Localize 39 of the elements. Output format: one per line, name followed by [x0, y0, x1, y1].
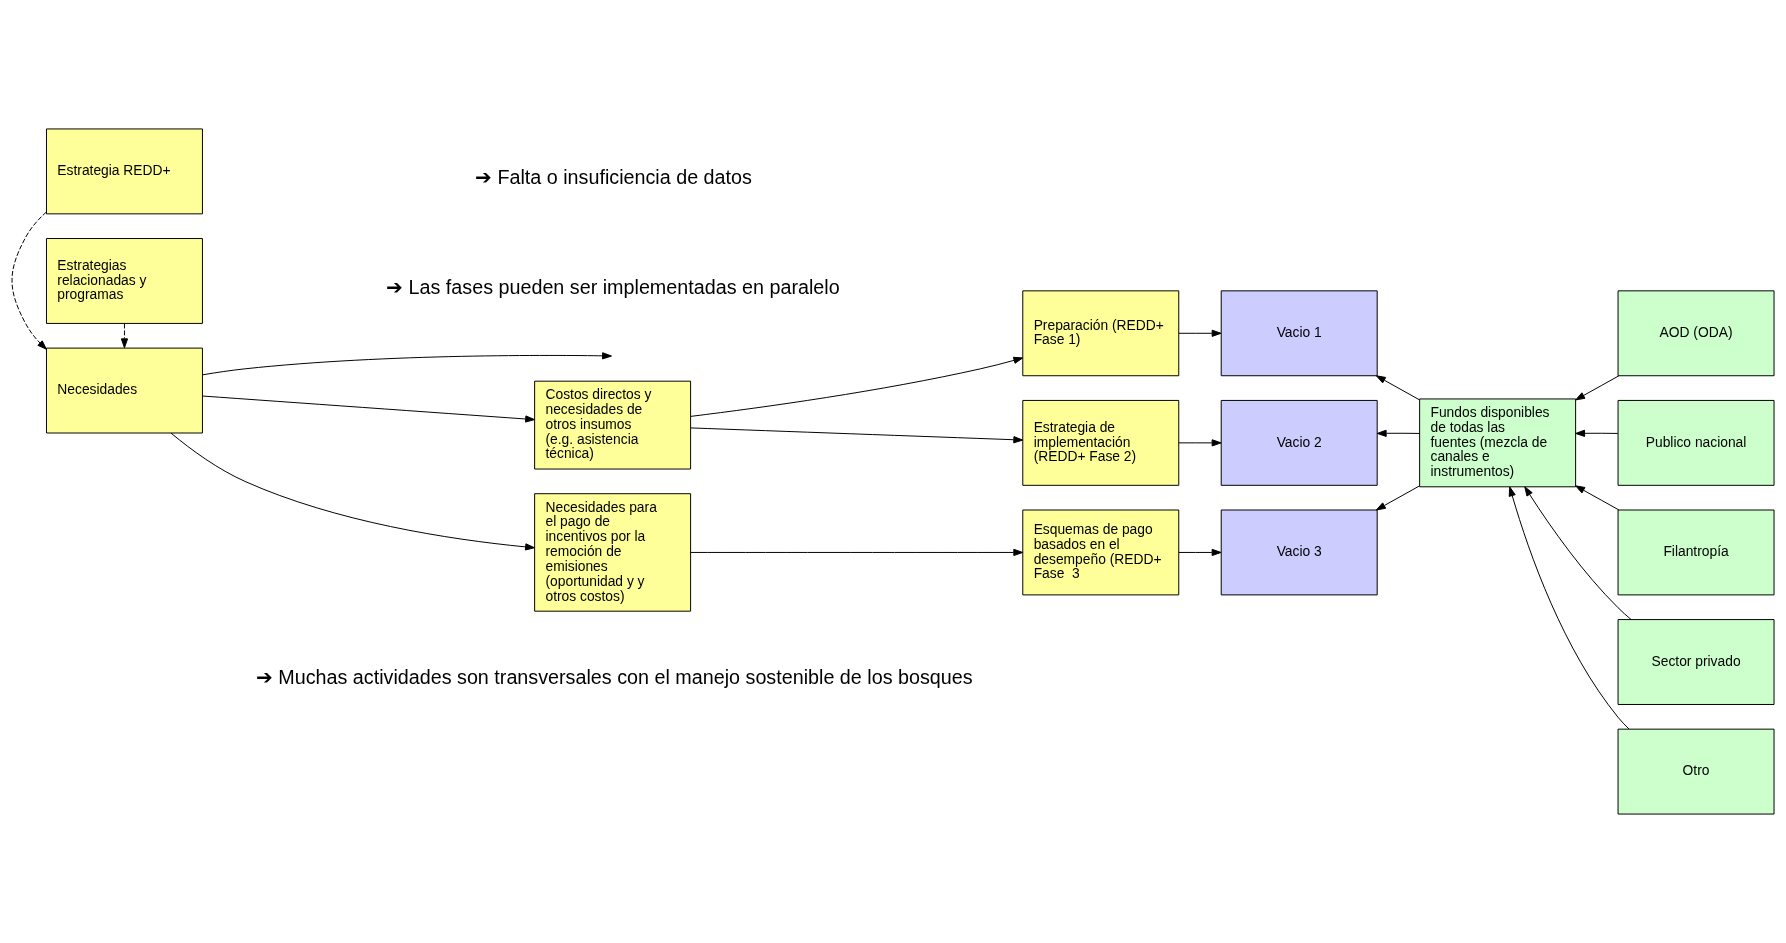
arrow — [1375, 485, 1420, 511]
node-box: Preparación (REDD+ Fase 1) — [1022, 290, 1180, 377]
arrow — [1575, 485, 1620, 511]
node-box: Filantropía — [1617, 509, 1775, 596]
label: ➔ Las fases pueden ser implementadas en paralelo — [386, 275, 840, 298]
arrow — [690, 427, 1024, 444]
arrow — [170, 432, 535, 551]
arrow — [1178, 439, 1222, 447]
node-box: Necesidades para el pago de incentivos por la remoción de emisiones (oportunidad y y otros costos) — [534, 493, 692, 612]
arrow — [1178, 548, 1222, 557]
node-box: Esquemas de pago basados en el desempeño (REDD+ Fase 3 — [1022, 509, 1180, 596]
arrow — [1178, 329, 1222, 337]
arrow — [202, 395, 536, 423]
node-box: Sector privado — [1617, 619, 1775, 705]
arrow — [1575, 429, 1619, 437]
arrow — [1375, 375, 1420, 401]
arrow — [1376, 429, 1420, 437]
arrow — [11, 211, 47, 350]
node-box: Vacio 3 — [1220, 509, 1378, 596]
node-box: AOD (ODA) — [1617, 290, 1775, 377]
label: ➔ Falta o insuficiencia de datos — [474, 166, 752, 189]
node-box: Estrategia de implementación (REDD+ Fase 2) — [1022, 399, 1180, 486]
arrow — [690, 548, 1024, 557]
node-box: Vacio 1 — [1220, 290, 1378, 377]
node-box: Necesidades — [45, 347, 203, 434]
node-box: Estrategias relacionadas y programas — [45, 238, 203, 324]
node-box: Publico nacional — [1617, 399, 1775, 486]
arrow — [1575, 375, 1620, 401]
node-box: Vacio 2 — [1220, 399, 1378, 486]
node-box: Costos directos y necesidades de otros insumos (e.g. asistencia técnica) — [534, 380, 692, 470]
arrow — [202, 352, 612, 376]
arrow — [1508, 486, 1630, 730]
node-box: Fundos disponibles de todas las fuentes (mezcla de canales e instrumentos) — [1419, 398, 1577, 488]
label: ➔ Muchas actividades son transversales con el manejo sostenible de los bosques — [255, 665, 973, 688]
node-box: Otro — [1617, 728, 1775, 815]
arrow — [1524, 486, 1632, 620]
arrow — [120, 323, 129, 349]
arrow — [690, 356, 1024, 417]
node-box: Estrategia REDD+ — [45, 128, 203, 215]
